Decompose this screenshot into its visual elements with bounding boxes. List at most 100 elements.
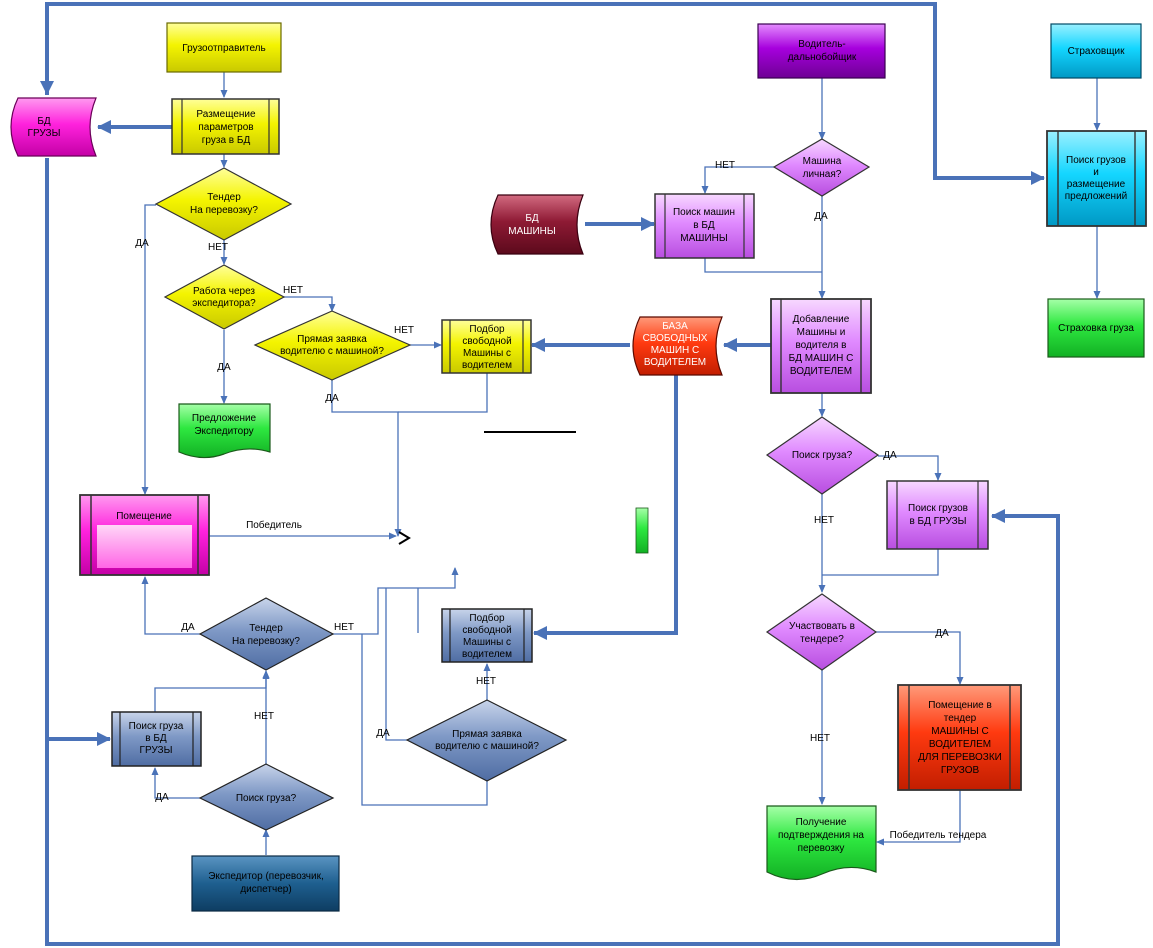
- node-placement-tender[interactable]: Помещение в тендер МАШИНЫ С ВОДИТЕЛЕМ ДЛ…: [897, 684, 1022, 791]
- node-insurer-search[interactable]: Поиск грузов и размещение предложений: [1046, 130, 1147, 227]
- node-search-cars[interactable]: Поиск машин в БД МАШИНЫ: [654, 193, 755, 259]
- label-tender2-yes: ДА: [181, 622, 195, 633]
- node-direct2[interactable]: Прямая заявка водителю с машиной?: [405, 699, 568, 782]
- node-forwarder[interactable]: Экспедитор (перевозчик, диспетчер): [191, 855, 340, 912]
- place-cargo-label-3: груза в БД: [202, 135, 251, 146]
- edge-direct1-yes: [331, 380, 402, 537]
- placement-tender-label-4: ВОДИТЕЛЕМ: [929, 739, 991, 750]
- edge-q-yes: [878, 455, 942, 481]
- direct2-label-2: водителю с машиной?: [435, 741, 539, 752]
- label-q-yes: ДА: [883, 450, 897, 461]
- node-search-cargo-db2[interactable]: Поиск грузов в БД ГРУЗЫ: [886, 480, 989, 550]
- node-driver[interactable]: Водитель- дальнобойщик: [757, 23, 886, 79]
- placement-tender-label-5: ДЛЯ ПЕРЕВОЗКИ: [918, 752, 1002, 763]
- node-shipper[interactable]: Грузоотправитель: [166, 22, 282, 73]
- label-q-no: НЕТ: [814, 515, 834, 526]
- edge-participate-yes: [876, 631, 964, 685]
- insurer-search-label-2: и: [1093, 167, 1099, 178]
- label-tender1-yes: ДА: [135, 238, 149, 249]
- db-cargo-label-1: БД: [37, 116, 51, 127]
- insurance-label: Страховка груза: [1058, 323, 1134, 334]
- search-cars-label-3: МАШИНЫ: [680, 233, 728, 244]
- search-cargo-db2-label-1: Поиск грузов: [908, 503, 968, 514]
- participate-label-2: тендере?: [800, 634, 844, 645]
- edge-labels: ДА НЕТ НЕТ ДА НЕТ ДА Победитель ДА НЕТ Н…: [135, 160, 987, 841]
- insurer-search-label-3: размещение: [1067, 179, 1126, 190]
- search-cargo-db-label-2: в БД: [145, 733, 167, 744]
- node-search-cargo-db[interactable]: Поиск груза в БД ГРУЗЫ: [111, 711, 202, 767]
- tender2-label-2: На перевозку?: [232, 636, 300, 647]
- node-forwarder-question[interactable]: Работа через экспедитора?: [163, 264, 286, 330]
- label-car-no: НЕТ: [715, 160, 735, 171]
- node-direct1[interactable]: Прямая заявка водителю с машиной?: [253, 310, 412, 381]
- label-forwarder-yes: ДА: [217, 362, 231, 373]
- edge-q2-yes: [151, 767, 200, 799]
- search-cargo-q2-label: Поиск груза?: [236, 793, 297, 804]
- node-offer-forwarder[interactable]: Предложение Экспедитору: [178, 403, 271, 459]
- label-q2-no: НЕТ: [254, 711, 274, 722]
- node-add-car[interactable]: Добавление Машины и водителя в БД МАШИН …: [770, 298, 872, 394]
- driver-label-1: Водитель-: [798, 39, 846, 50]
- label-direct2-yes: ДА: [376, 728, 390, 739]
- label-winner: Победитель: [246, 519, 302, 531]
- edge-forwarder-no: [284, 296, 336, 312]
- offer-forwarder-label-1: Предложение: [192, 413, 257, 424]
- offer-forwarder-label-2: Экспедитору: [194, 426, 253, 437]
- node-select1[interactable]: Подбор свободной Машины с водителем: [441, 319, 532, 374]
- edge-search-to-add: [704, 258, 822, 273]
- node-insurer[interactable]: Страховщик: [1050, 23, 1142, 79]
- node-db-cars[interactable]: БД МАШИНЫ: [490, 194, 584, 255]
- direct2-label-1: Прямая заявка: [452, 729, 522, 740]
- node-tender1[interactable]: Тендер На перевозку?: [154, 167, 293, 241]
- select1-label-2: свободной: [462, 335, 511, 347]
- node-participate[interactable]: Участвовать в тендере?: [765, 593, 878, 671]
- node-db-cargo[interactable]: БД ГРУЗЫ: [10, 97, 97, 157]
- label-participate-no: НЕТ: [810, 733, 830, 744]
- forwarder-q-label-1: Работа через: [193, 285, 255, 297]
- thick-connectors: [40, 2, 1060, 946]
- node-tender2[interactable]: Тендер На перевозку?: [198, 597, 335, 671]
- direct1-label-1: Прямая заявка: [297, 334, 367, 345]
- add-car-label-4: БД МАШИН С: [789, 353, 854, 364]
- node-select2[interactable]: Подбор свободной Машины с водителем: [441, 608, 533, 663]
- add-car-label-2: Машины и: [797, 327, 846, 338]
- db-cargo-label-2: ГРУЗЫ: [28, 128, 61, 139]
- add-car-label-5: ВОДИТЕЛЕМ: [790, 366, 852, 377]
- free-cars-label-4: ВОДИТЕЛЕМ: [644, 357, 706, 368]
- placement-tender-label-6: ГРУЗОВ: [941, 765, 980, 776]
- confirmation-label-2: подтверждения на: [778, 830, 864, 841]
- edge-direct2-down: [361, 634, 488, 806]
- node-insurance[interactable]: Страховка груза: [1047, 298, 1145, 358]
- select2-label-3: Машины с: [463, 637, 511, 648]
- car-personal-label-1: Машина: [803, 156, 842, 167]
- node-place-cargo[interactable]: Размещение параметров груза в БД: [171, 98, 280, 155]
- label-direct1-yes: ДА: [325, 393, 339, 404]
- label-direct2-no: НЕТ: [476, 676, 496, 687]
- thin-connectors: [141, 72, 1101, 855]
- node-free-cars-db[interactable]: БАЗА СВОБОДНЫХ МАШИН С ВОДИТЕЛЕМ: [632, 316, 723, 376]
- edge-left-loop: [45, 158, 1060, 946]
- insurer-search-label-4: предложений: [1065, 191, 1128, 202]
- node-car-personal[interactable]: Машина личная?: [772, 138, 871, 197]
- select1-label-1: Подбор: [469, 323, 505, 335]
- edge-tender1-yes: [141, 204, 156, 495]
- select1-label-4: водителем: [462, 360, 512, 371]
- search-cars-label-1: Поиск машин: [673, 207, 735, 218]
- forwarder-q-label-2: экспедитора?: [192, 298, 256, 309]
- node-confirmation[interactable]: Получение подтверждения на перевозку: [766, 805, 877, 881]
- node-placement[interactable]: Помещение: [79, 494, 210, 576]
- insurer-label: Страховщик: [1068, 46, 1126, 57]
- placement-label: Помещение: [116, 511, 172, 522]
- edge-searchcargo-up: [154, 670, 270, 712]
- label-q2-yes: ДА: [155, 792, 169, 803]
- select2-label-1: Подбор: [469, 612, 505, 624]
- add-car-label-3: водителя в: [795, 340, 846, 351]
- forwarder-label-2: диспетчер): [240, 884, 291, 895]
- search-cargo-db2-label-2: в БД ГРУЗЫ: [909, 516, 966, 527]
- edge-select1-down: [398, 373, 488, 413]
- node-search-cargo-q2[interactable]: Поиск груза?: [198, 763, 335, 831]
- free-cars-label-1: БАЗА: [662, 321, 688, 332]
- direct1-label-2: водителю с машиной?: [280, 346, 384, 357]
- node-search-cargo-q[interactable]: Поиск груза?: [765, 416, 880, 495]
- participate-label-1: Участвовать в: [789, 621, 855, 632]
